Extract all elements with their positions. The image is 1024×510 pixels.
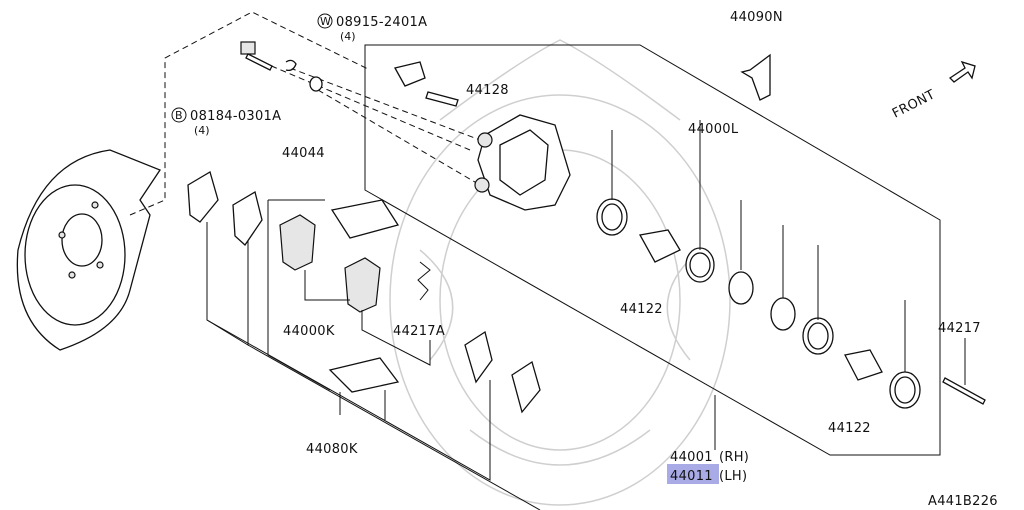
caliper-body (474, 114, 571, 211)
backing-plate (16, 149, 161, 351)
seal-kit-rings (596, 198, 921, 409)
label-44044[interactable]: 44044 (282, 146, 325, 161)
label-44217A[interactable]: 44217A (393, 324, 445, 339)
label-44090N[interactable]: 44090N (730, 10, 783, 25)
highlight-44011 (667, 464, 719, 484)
label-08915-2401A[interactable]: 08915-2401A (336, 15, 427, 30)
label-44011[interactable]: 44011 (670, 469, 713, 484)
washer-44044 (309, 76, 323, 92)
marker-w: W (320, 15, 331, 28)
label-44011-side: (LH) (719, 469, 747, 484)
pin-44217 (942, 377, 986, 405)
front-label: FRONT (890, 87, 938, 121)
b-marker-circle (171, 107, 187, 123)
w-marker-circle (317, 13, 333, 29)
label-44217[interactable]: 44217 (938, 321, 981, 336)
marker-b: B (175, 109, 183, 122)
label-44128[interactable]: 44128 (466, 83, 509, 98)
front-arrow-icon (948, 60, 976, 83)
label-44122-lower[interactable]: 44122 (828, 421, 871, 436)
watermark (389, 39, 731, 506)
clip-top (330, 199, 400, 239)
qty-08915: (4) (340, 30, 356, 43)
bleeder-cap (394, 61, 426, 87)
clip-bottom (328, 357, 400, 393)
label-44080K[interactable]: 44080K (306, 442, 358, 457)
label-44001[interactable]: 44001 (670, 450, 713, 465)
label-44001-side: (RH) (719, 450, 749, 465)
label-44000K[interactable]: 44000K (283, 324, 335, 339)
lock-washer (285, 59, 297, 72)
pad-shims (187, 171, 541, 414)
brake-pads (279, 214, 381, 313)
qty-08184: (4) (194, 124, 210, 137)
bleeder-screw (425, 91, 459, 107)
label-44122-upper[interactable]: 44122 (620, 302, 663, 317)
label-44000L[interactable]: 44000L (688, 122, 739, 137)
diagram-code: A441B226 (928, 494, 998, 509)
bolt-08184 (240, 41, 273, 71)
label-08184-0301A[interactable]: 08184-0301A (190, 109, 281, 124)
spring-44090N (740, 53, 771, 101)
spring-44217A (417, 261, 431, 301)
